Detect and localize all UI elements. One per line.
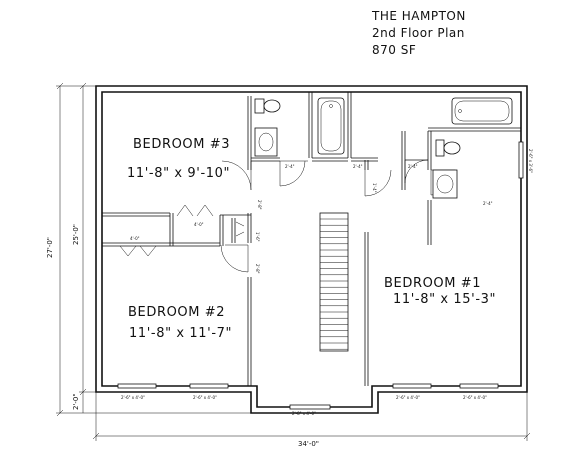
dimension-lines: [56, 82, 531, 441]
label-bed1-closet-door: 1'-4": [372, 183, 377, 193]
plan-subtitle: 2nd Floor Plan: [372, 26, 465, 40]
label-bed2-closet: 4'-0": [130, 236, 140, 241]
label-window-2: 2'-6" x 4'-0": [193, 395, 217, 400]
label-window-4: 2'-6" x 4'-0": [463, 395, 487, 400]
opening-labels: 2'-4" 2'-4" 2'-8" 1'-6" 2'-8" 2'-4" 1'-4…: [121, 149, 533, 416]
label-bed3-door: 2'-8": [257, 200, 262, 210]
window-bottom-3: [392, 383, 432, 389]
label-window-1: 2'-6" x 4'-0": [121, 395, 145, 400]
room-size: 11'-8" x 11'-7": [129, 326, 232, 341]
label-right-window: 2'-6" x 3'-6": [528, 149, 533, 173]
windows: [117, 141, 524, 410]
dim-overall-height: 27'-0": [46, 237, 54, 258]
window-right: [518, 141, 524, 179]
window-bottom-1: [117, 383, 157, 389]
label-bed1-bath-door: 2'-4": [483, 201, 493, 206]
window-stair: [289, 404, 331, 410]
window-bottom-2: [189, 383, 229, 389]
dim-bump-height: 2'-0": [72, 393, 80, 410]
bed2-door-swing: [220, 244, 249, 273]
interior-walls: [102, 92, 521, 386]
toilet-tank-left: [254, 98, 265, 114]
label-linen-door: 1'-6": [255, 232, 260, 242]
bath-door-swing: [279, 160, 308, 187]
exterior-walls: [95, 85, 528, 414]
window-bottom-4: [459, 383, 499, 389]
room-size: 11'-8" x 15'-3": [393, 292, 496, 307]
label-bath-right-door: 2'-4": [353, 164, 363, 169]
toilet-left: [263, 99, 281, 113]
bed1-hall-door-swing: [404, 159, 429, 184]
staircase: [319, 212, 349, 352]
vanity-right: [432, 169, 458, 199]
bed3-door-swing: [221, 160, 252, 191]
vanity-left: [254, 127, 278, 157]
label-window-3: 2'-6" x 4'-0": [396, 395, 420, 400]
label-bed1-hall-door: 2'-4": [408, 164, 418, 169]
bed2-closet-bifold: [119, 245, 157, 257]
tub-right: [451, 97, 513, 125]
tub-left: [317, 97, 345, 155]
room-size: 11'-8" x 9'-10": [127, 166, 230, 181]
label-stair-window: 2'-8" x 4'-0": [292, 411, 316, 416]
room-name: BEDROOM #3: [133, 137, 230, 152]
label-bed3-closet: 4'-0": [194, 222, 204, 227]
plan-title: THE HAMPTON: [371, 9, 466, 23]
linen-closet-door: [235, 221, 245, 237]
toilet-right: [443, 141, 461, 155]
fixtures: [254, 97, 513, 199]
bed1-door-swing: [364, 169, 392, 197]
label-bed2-door: 2'-8": [255, 264, 260, 274]
room-name: BEDROOM #1: [384, 276, 481, 291]
stair-outline: [319, 212, 349, 352]
dim-overall-width: 34'-0": [298, 440, 319, 448]
bed3-closet-bifold: [176, 204, 214, 217]
label-bath-left-door: 2'-4": [285, 164, 295, 169]
room-name: BEDROOM #2: [128, 305, 225, 320]
dim-main-height: 25'-0": [72, 224, 80, 245]
toilet-tank-right: [435, 139, 445, 157]
plan-area: 870 SF: [372, 43, 416, 57]
